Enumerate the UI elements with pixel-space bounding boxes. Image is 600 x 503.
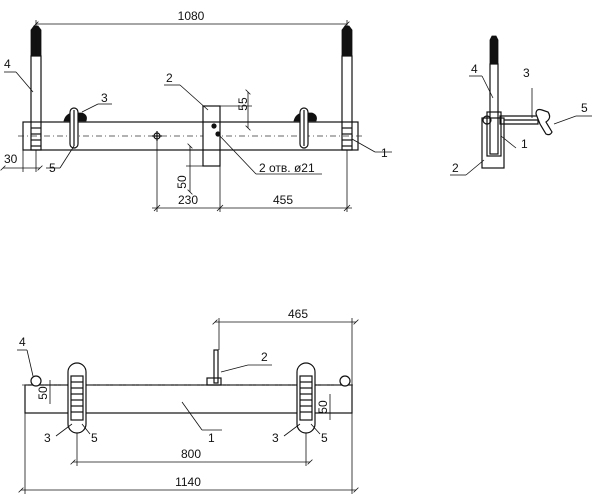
callout-3-side: 3 (523, 66, 530, 80)
plan-rod-left (30, 375, 42, 387)
side-clamp (482, 108, 553, 136)
callout-3-plan-left-leader (55, 423, 73, 437)
front-view: 1080 30 55 50 230 455 4 3 (0, 9, 392, 212)
callout-4-side-leader (481, 75, 494, 99)
callout-2-front: 2 (166, 71, 173, 85)
callout-1-plan-leader (181, 401, 203, 431)
plan-beam (24, 384, 353, 414)
callout-holes-front: 2 отв. ø21 (259, 161, 315, 175)
callout-1-plan: 1 (208, 431, 215, 445)
front-bolt-symbol (152, 131, 162, 141)
callout-2-side-leader (465, 159, 485, 176)
dim-50-plan-right: 50 (316, 400, 330, 414)
dim-50-label: 50 (175, 175, 189, 189)
dim-230-label: 230 (178, 193, 198, 207)
callout-2-side: 2 (452, 161, 459, 175)
side-rod (489, 35, 499, 155)
dim-800-label: 800 (181, 447, 201, 461)
callout-5-plan-left: 5 (91, 431, 98, 445)
callout-5-front: 5 (49, 161, 56, 175)
callout-3-plan-left: 3 (44, 431, 51, 445)
callout-3-leader (81, 103, 99, 113)
callout-4-leader (15, 71, 34, 93)
front-mounting-plate (202, 105, 221, 167)
callout-4-plan: 4 (19, 335, 26, 349)
plan-plate (206, 349, 222, 386)
callout-1-side-leader (500, 135, 517, 149)
plan-clamp-left (67, 362, 87, 434)
plan-clamp-right (296, 362, 316, 434)
dim-455-label: 455 (273, 193, 293, 207)
callout-4-side: 4 (471, 62, 478, 76)
side-beam (486, 111, 502, 157)
callout-2-plan-leader (220, 364, 249, 373)
callout-1-leader (351, 138, 376, 153)
callout-5-plan-right: 5 (321, 431, 328, 445)
dim-50-plan-left: 50 (36, 386, 50, 400)
callout-5-side: 5 (581, 101, 588, 115)
front-clamp-left (63, 107, 87, 149)
callout-3-front: 3 (101, 91, 108, 105)
callout-5-leader (59, 145, 75, 169)
side-view: 4 3 5 1 2 (450, 35, 592, 176)
callout-4-front: 4 (4, 57, 11, 71)
callout-5-plan-left-leader (81, 423, 91, 435)
front-clamp-right (293, 107, 317, 149)
dim-55-label: 55 (236, 97, 250, 111)
callout-4-plan-leader (26, 349, 34, 377)
plan-rod-right (339, 375, 351, 387)
dim-1080-label: 1080 (178, 9, 205, 23)
callout-5-plan-right-leader (310, 423, 321, 435)
dim-1140-label: 1140 (175, 475, 201, 489)
dim-465-label: 465 (288, 307, 308, 321)
callout-2-plan: 2 (261, 350, 268, 364)
callout-1-side: 1 (521, 137, 528, 151)
dim-30-label: 30 (4, 152, 18, 166)
callout-5-side-leader (553, 115, 577, 125)
callout-2-leader (179, 84, 209, 111)
callout-1-front: 1 (381, 146, 388, 160)
callout-holes-leader (217, 133, 257, 175)
callout-3-plan-right: 3 (272, 431, 279, 445)
plan-view: 465 800 1140 50 50 4 2 1 3 5 3 5 (17, 307, 359, 494)
callout-3-plan-right-leader (283, 423, 301, 437)
